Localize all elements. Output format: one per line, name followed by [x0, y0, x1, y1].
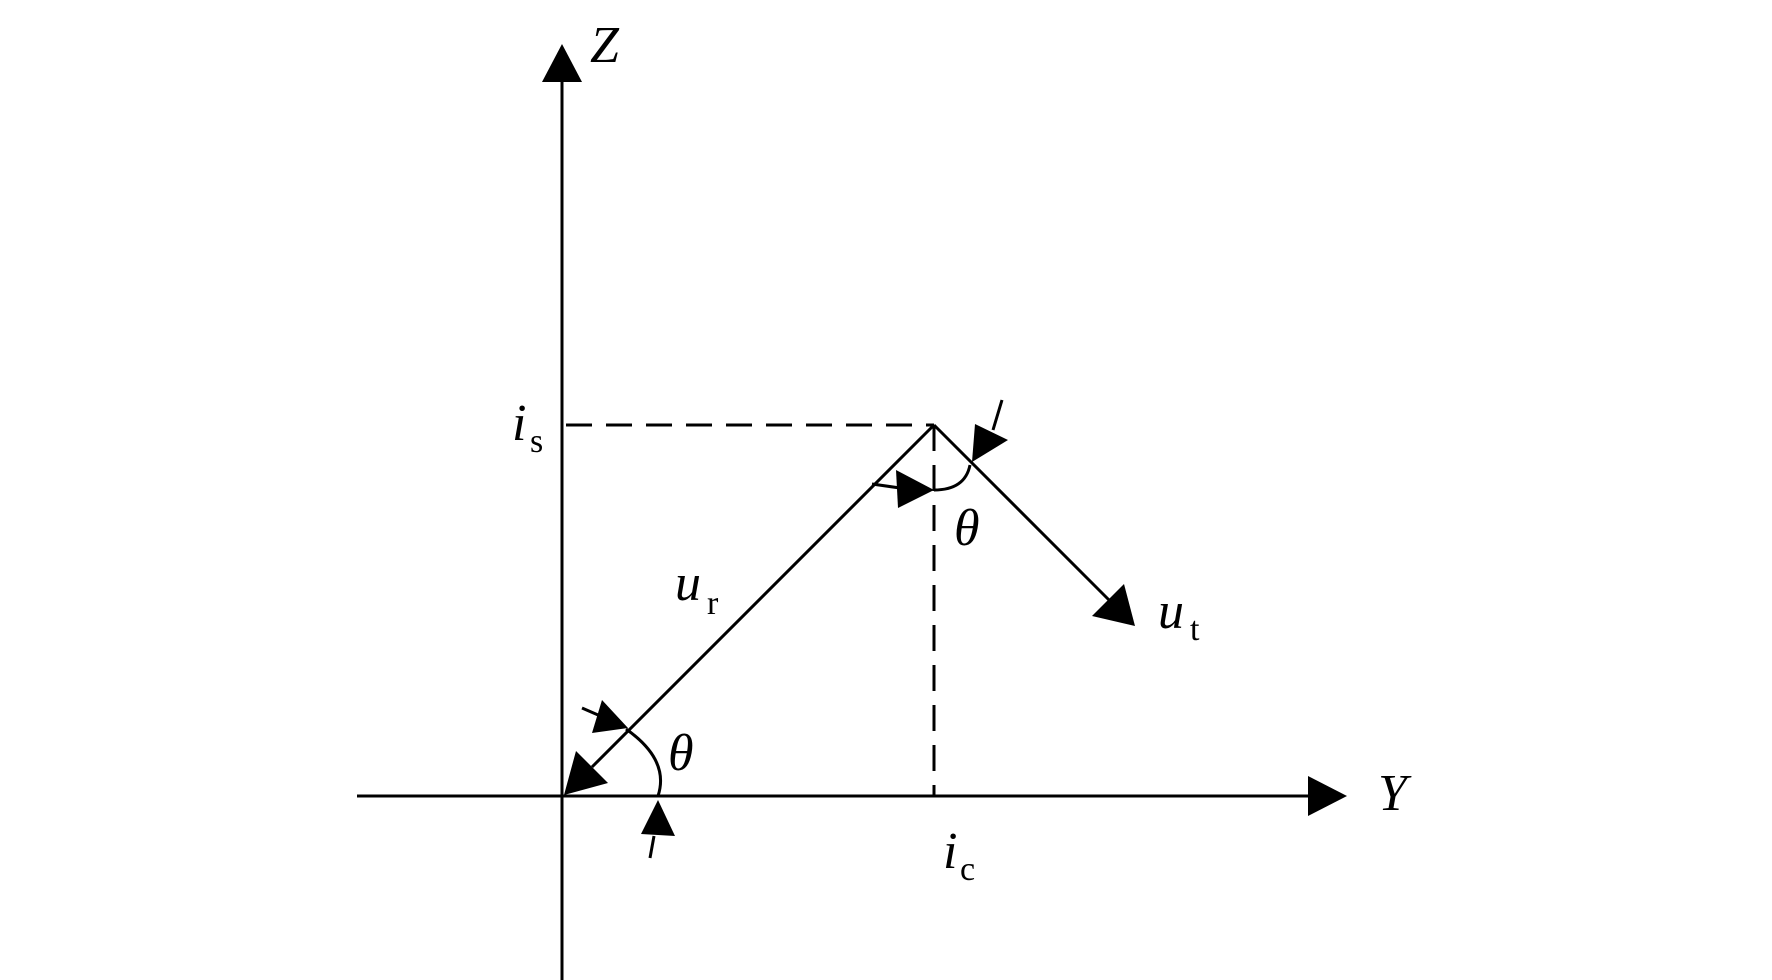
ic-label-main: i — [943, 823, 957, 880]
lower-arc-arrow-top-head — [592, 700, 628, 733]
is-label-sub: s — [530, 423, 543, 460]
y-axis-label: Y — [1378, 765, 1412, 822]
z-axis-arrowhead — [542, 44, 582, 82]
ut-label-main: u — [1158, 583, 1184, 640]
ur-vector-arrowhead — [564, 751, 608, 795]
upper-arc-arrow-left-tail — [871, 482, 901, 490]
upper-angle-arc — [933, 464, 972, 492]
lower-arc-arrow-bottom-tail — [648, 835, 656, 859]
z-axis-label: Z — [590, 17, 620, 74]
ic-label-sub: c — [960, 851, 975, 888]
upper-arc-arrow-top-tail — [991, 399, 1004, 431]
y-axis — [357, 776, 1347, 816]
is-label-main: i — [512, 395, 526, 452]
lower-theta-label: θ — [668, 725, 694, 782]
ut-vector-arrowhead — [1092, 584, 1135, 626]
lower-arc-arrow-bottom-head — [641, 800, 675, 836]
ur-label-sub: r — [707, 585, 719, 622]
upper-arc-arrow-left-head — [896, 470, 934, 508]
ur-label-main: u — [675, 555, 701, 612]
ur-vector-line — [590, 423, 936, 769]
lower-angle-arc — [625, 727, 663, 797]
y-axis-arrowhead — [1308, 776, 1347, 816]
ut-vector-line — [932, 423, 1112, 603]
upper-arc-arrow-top-head — [972, 424, 1008, 462]
ut-label-sub: t — [1190, 611, 1200, 648]
upper-theta-label: θ — [954, 500, 980, 557]
z-axis — [542, 44, 582, 980]
